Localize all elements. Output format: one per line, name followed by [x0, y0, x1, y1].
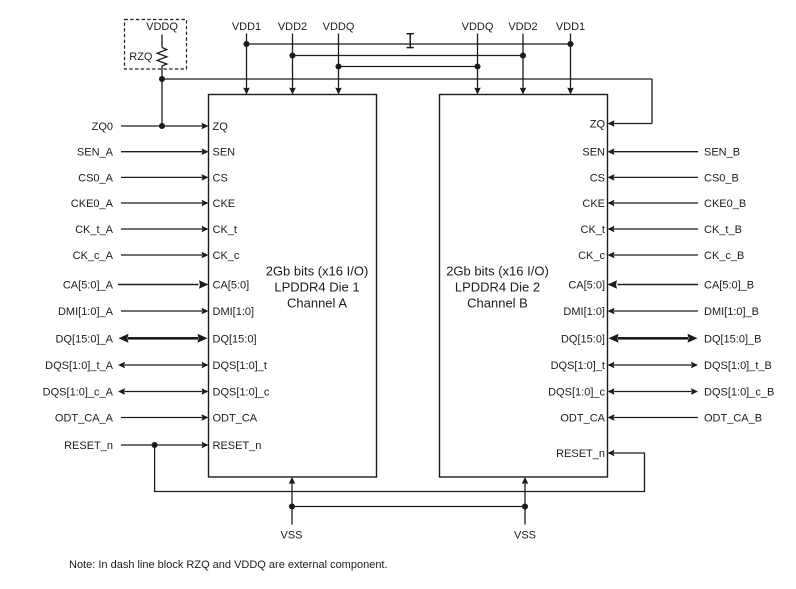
svg-text:SEN_B: SEN_B	[704, 147, 740, 159]
svg-text:CK_t_B: CK_t_B	[704, 224, 742, 236]
svg-text:VDD1: VDD1	[232, 21, 261, 33]
svg-text:LPDDR4 Die 1: LPDDR4 Die 1	[274, 280, 359, 295]
svg-text:VDDQ: VDDQ	[323, 21, 355, 33]
svg-text:CK_c_A: CK_c_A	[73, 250, 114, 262]
svg-text:DQ[15:0]: DQ[15:0]	[213, 333, 257, 345]
svg-text:DQ[15:0]_B: DQ[15:0]_B	[704, 333, 761, 345]
svg-text:VDDQ: VDDQ	[146, 21, 178, 33]
svg-text:SEN: SEN	[582, 147, 605, 159]
svg-text:DMI[1:0]: DMI[1:0]	[213, 306, 255, 318]
svg-text:SEN: SEN	[213, 147, 236, 159]
svg-text:DMI[1:0]_A: DMI[1:0]_A	[58, 306, 114, 318]
svg-text:2Gb bits (x16 I/O): 2Gb bits (x16 I/O)	[266, 264, 369, 279]
svg-text:CK_c: CK_c	[213, 250, 240, 262]
svg-text:RESET_n: RESET_n	[556, 448, 605, 460]
svg-text:DMI[1:0]_B: DMI[1:0]_B	[704, 306, 759, 318]
svg-text:CK_c_B: CK_c_B	[704, 250, 744, 262]
svg-text:DQS[1:0]_c_A: DQS[1:0]_c_A	[43, 387, 114, 399]
svg-text:DQ[15:0]_A: DQ[15:0]_A	[56, 333, 114, 345]
svg-text:2Gb bits (x16 I/O): 2Gb bits (x16 I/O)	[446, 264, 549, 279]
svg-text:CA[5:0]: CA[5:0]	[568, 280, 605, 292]
svg-text:VSS: VSS	[280, 530, 302, 542]
svg-text:SEN_A: SEN_A	[77, 147, 114, 159]
svg-text:DQS[1:0]_t: DQS[1:0]_t	[551, 360, 605, 372]
svg-text:ZQ0: ZQ0	[92, 121, 113, 133]
svg-text:DQS[1:0]_t_A: DQS[1:0]_t_A	[45, 360, 114, 372]
svg-text:ODT_CA_A: ODT_CA_A	[55, 413, 114, 425]
svg-text:CK_c: CK_c	[578, 250, 605, 262]
svg-text:LPDDR4 Die 2: LPDDR4 Die 2	[455, 280, 540, 295]
svg-text:DQS[1:0]_c_B: DQS[1:0]_c_B	[704, 387, 774, 399]
svg-text:DQS[1:0]_c: DQS[1:0]_c	[548, 387, 605, 399]
svg-text:ODT_CA: ODT_CA	[213, 413, 258, 425]
svg-text:DQ[15:0]: DQ[15:0]	[561, 333, 605, 345]
svg-text:VDDQ: VDDQ	[462, 21, 494, 33]
svg-text:RESET_n: RESET_n	[64, 440, 113, 452]
svg-text:RZQ: RZQ	[129, 51, 153, 63]
svg-text:RESET_n: RESET_n	[213, 440, 262, 452]
svg-text:CS: CS	[590, 172, 605, 184]
svg-text:CS: CS	[213, 172, 228, 184]
svg-text:CA[5:0]_A: CA[5:0]_A	[63, 280, 114, 292]
svg-text:DQS[1:0]_c: DQS[1:0]_c	[213, 387, 270, 399]
svg-text:CA[5:0]: CA[5:0]	[213, 280, 250, 292]
svg-text:CKE: CKE	[582, 198, 605, 210]
svg-text:ZQ: ZQ	[590, 119, 606, 131]
svg-text:VDD2: VDD2	[278, 21, 307, 33]
svg-text:DQS[1:0]_t_B: DQS[1:0]_t_B	[704, 360, 772, 372]
svg-text:CKE0_B: CKE0_B	[704, 198, 746, 210]
svg-text:DMI[1:0]: DMI[1:0]	[563, 306, 605, 318]
svg-text:CKE0_A: CKE0_A	[71, 198, 114, 210]
svg-text:VDD2: VDD2	[508, 21, 537, 33]
svg-text:ZQ: ZQ	[213, 121, 229, 133]
svg-text:CS0_B: CS0_B	[704, 172, 739, 184]
svg-text:Channel A: Channel A	[287, 296, 347, 311]
svg-text:CK_t: CK_t	[581, 224, 605, 236]
svg-text:VSS: VSS	[514, 530, 536, 542]
svg-text:CKE: CKE	[213, 198, 236, 210]
svg-text:VDD1: VDD1	[556, 21, 585, 33]
svg-text:Note: In dash line block RZQ a: Note: In dash line block RZQ and VDDQ ar…	[69, 559, 388, 571]
svg-text:CS0_A: CS0_A	[78, 172, 114, 184]
svg-text:CK_t: CK_t	[213, 224, 237, 236]
svg-text:Channel B: Channel B	[467, 296, 528, 311]
svg-text:DQS[1:0]_t: DQS[1:0]_t	[213, 360, 267, 372]
svg-text:CK_t_A: CK_t_A	[75, 224, 114, 236]
svg-text:ODT_CA_B: ODT_CA_B	[704, 413, 762, 425]
svg-text:ODT_CA: ODT_CA	[560, 413, 605, 425]
svg-text:CA[5:0]_B: CA[5:0]_B	[704, 280, 754, 292]
